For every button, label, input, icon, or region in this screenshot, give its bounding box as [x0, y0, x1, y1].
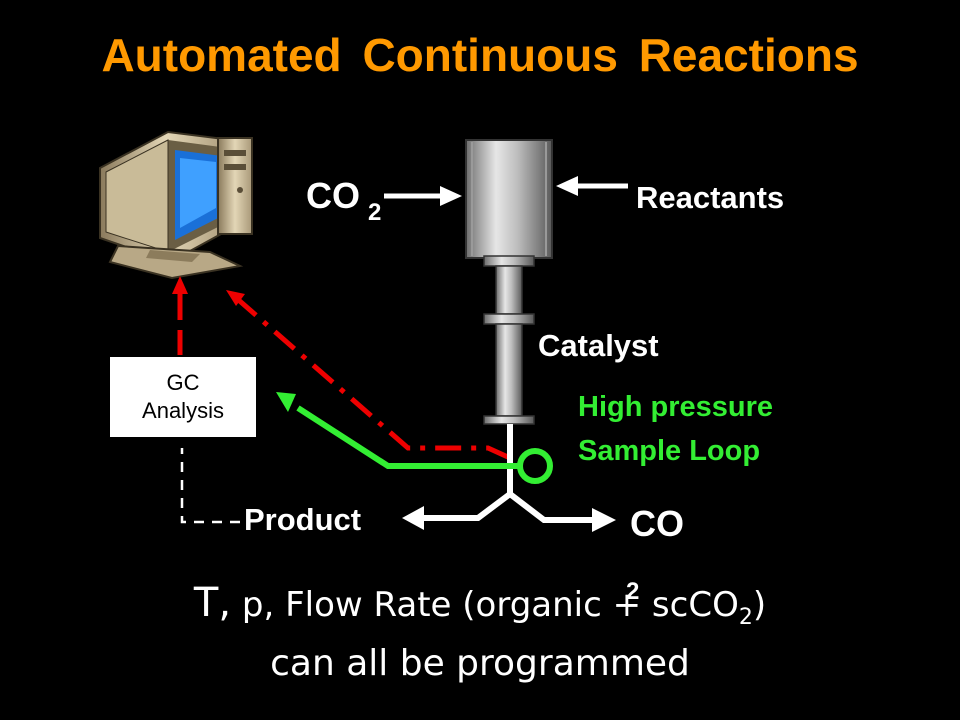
- co2-inlet-arrow: [384, 186, 462, 206]
- analysis-label: Analysis: [142, 398, 224, 423]
- footer-subscript: 2: [738, 604, 753, 630]
- footer-line2: can all be programmed: [270, 643, 690, 684]
- co2-out-label: CO: [630, 503, 684, 544]
- co2-label-subscript: 2: [368, 199, 381, 226]
- red-signal-lines: [172, 276, 512, 461]
- sample-loop-circle: [517, 448, 553, 484]
- white-dashed-line: [180, 448, 240, 524]
- co2-label: CO: [306, 175, 360, 216]
- outlet-piping: [402, 424, 616, 532]
- footer-line1: T, p, Flow Rate (organic + scCO2): [0, 580, 960, 630]
- sample-loop-label-line1: High pressure: [578, 391, 773, 423]
- product-arrow-icon: [402, 506, 424, 530]
- sample-loop-label-line2: Sample Loop: [578, 435, 760, 467]
- green-arrow-icon: [276, 392, 296, 412]
- footer-t: T,: [193, 580, 232, 626]
- gc-label: GC: [166, 370, 200, 395]
- gc-analysis-box: GC Analysis: [108, 355, 258, 439]
- product-label: Product: [244, 502, 361, 537]
- slide-title: Automated Continuous Reactions: [101, 29, 859, 81]
- reactor-vessel: [465, 139, 553, 267]
- sample-loop-line: [276, 392, 553, 484]
- co2-out-subscript: 2: [626, 578, 640, 605]
- footer-params: p, Flow Rate (organic + scCO: [241, 585, 739, 625]
- red-arrow-up-icon: [172, 276, 188, 294]
- red-arrow-diagonal-icon: [226, 290, 245, 306]
- reactants-label: Reactants: [636, 180, 784, 215]
- computer-icon: [99, 130, 253, 280]
- footer-close: ): [752, 585, 767, 625]
- catalyst-label: Catalyst: [538, 328, 659, 363]
- catalyst-column: [483, 265, 535, 425]
- co2-out-arrow-icon: [592, 508, 616, 532]
- reactants-inlet-arrow: [556, 176, 628, 196]
